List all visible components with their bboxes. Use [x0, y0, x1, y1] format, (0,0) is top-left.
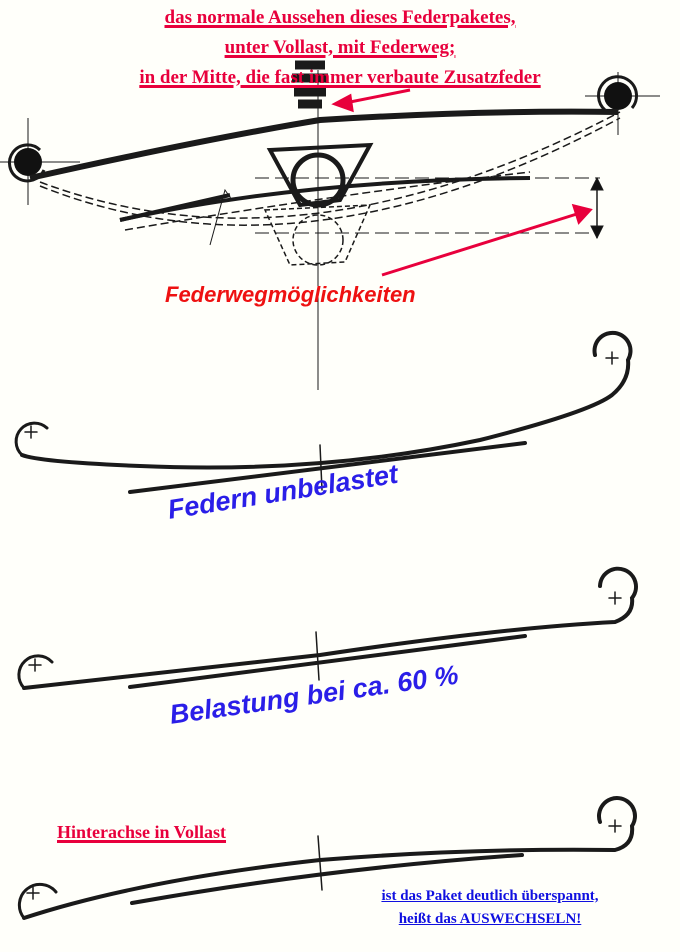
bump-stop — [292, 60, 328, 109]
caption-line-3: in der Mitte, die fast immer verbaute Zu… — [139, 67, 541, 88]
caption-line-2: unter Vollast, mit Federweg; — [224, 37, 456, 58]
replace-note-line-1: ist das Paket deutlich überspannt, — [381, 888, 599, 904]
label-full-load: Hinterachse in Vollast — [57, 822, 227, 842]
spring-60-percent — [17, 566, 638, 690]
axle — [290, 152, 346, 208]
top-spring-diagram — [0, 60, 660, 390]
replace-note-line-2: heißt das AUSWECHSELN! — [398, 911, 582, 927]
red-arrows — [331, 88, 593, 277]
caption-line-1: das normale Aussehen dieses Federpaketes… — [164, 7, 516, 28]
right-eye — [604, 82, 632, 110]
spring-full-load — [17, 796, 637, 920]
main-leaf — [29, 108, 619, 181]
left-eye — [14, 148, 42, 176]
spring-unloaded — [14, 330, 633, 494]
travel-label: Federwegmöglichkeiten — [165, 282, 416, 307]
